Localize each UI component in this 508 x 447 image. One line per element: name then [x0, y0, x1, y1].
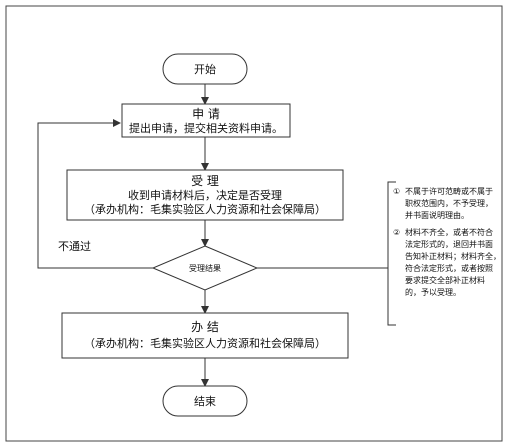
- accept-line2: （承办机构：毛集实验区人力资源和社会保障局）: [84, 202, 326, 216]
- notes-block: ① 不属于许可范畴或不属于 职权范围内，不予受理， 并书面说明理由。 ② 材料不…: [393, 186, 501, 297]
- note-1-number: ①: [393, 187, 400, 196]
- apply-text: 提出申请，提交相关资料申请。: [129, 121, 283, 135]
- note-1-line-1: 不属于许可范畴或不属于: [405, 186, 493, 196]
- decision-label: 受理结果: [189, 263, 221, 273]
- start-label: 开始: [194, 62, 216, 76]
- note-2-line-4: 符合法定形式，或者按照: [405, 263, 493, 273]
- connector-reject-loop: [37, 119, 153, 269]
- decision-node: 受理结果: [151, 245, 259, 291]
- finish-text: （承办机构：毛集实验区人力资源和社会保障局）: [84, 336, 326, 350]
- end-node: 结束: [162, 385, 248, 417]
- accept-line1: 收到申请材料后，决定是否受理: [128, 188, 282, 202]
- note-2-line-6: 的，予以受理。: [405, 287, 461, 297]
- note-2-line-5: 要求提交全部补正材料: [405, 275, 485, 285]
- note-2-line-1: 材料不齐全，或者不符合: [405, 227, 493, 237]
- end-label: 结束: [194, 395, 216, 408]
- finish-node: 办 结 （承办机构：毛集实验区人力资源和社会保障局）: [61, 312, 349, 359]
- reject-label: 不通过: [58, 240, 91, 253]
- note-2-line-3: 告知补正材料；材料齐全，: [405, 251, 501, 261]
- finish-title: 办 结: [191, 319, 219, 334]
- note-2-number: ②: [393, 228, 400, 237]
- accept-node: 受 理 收到申请材料后，决定是否受理 （承办机构：毛集实验区人力资源和社会保障局…: [66, 169, 344, 221]
- note-1-line-3: 并书面说明理由。: [405, 210, 469, 220]
- accept-title: 受 理: [191, 174, 219, 188]
- connectors: [37, 84, 388, 387]
- outer-frame: [5, 5, 503, 442]
- start-node: 开始: [162, 53, 248, 85]
- notes-bracket: [387, 181, 396, 326]
- apply-title: 申 请: [192, 107, 220, 121]
- note-2-line-2: 法定形式的，退回并书面: [405, 239, 493, 249]
- apply-node: 申 请 提出申请，提交相关资料申请。: [121, 103, 291, 138]
- note-1-line-2: 职权范围内，不予受理，: [405, 198, 493, 208]
